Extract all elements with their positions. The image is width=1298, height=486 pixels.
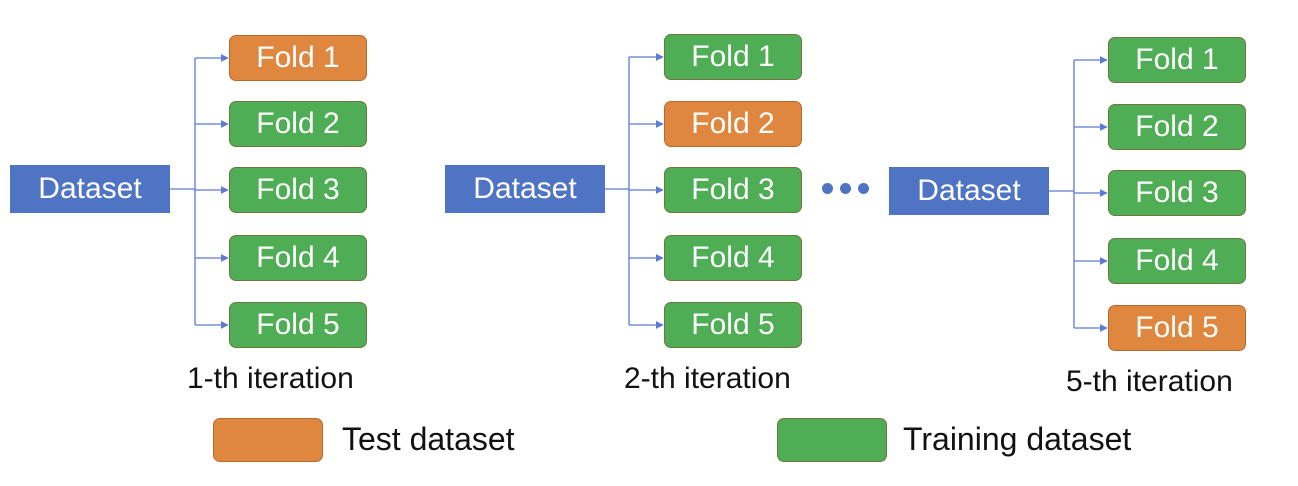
fold-node: Fold 5 [229,302,367,348]
ellipsis-dot [858,183,869,194]
ellipsis-dot [840,183,851,194]
fold-node: Fold 2 [229,101,367,147]
legend-training-swatch [777,418,887,462]
iteration-caption: 2-th iteration [624,362,791,395]
fold-node: Fold 2 [1108,104,1246,150]
fold-node: Fold 4 [664,235,802,281]
dataset-node: Dataset [445,165,605,213]
legend-test-swatch [213,418,323,462]
fold-node: Fold 2 [664,101,802,147]
fold-node: Fold 1 [229,35,367,81]
dataset-node: Dataset [10,165,170,213]
fold-node: Fold 1 [664,34,802,80]
fold-node: Fold 3 [1108,170,1246,216]
legend-test-label: Test dataset [342,421,515,457]
iteration-caption: 5-th iteration [1066,365,1233,398]
fold-node: Fold 4 [1108,238,1246,284]
fold-node: Fold 5 [1108,305,1246,351]
fold-node: Fold 4 [229,235,367,281]
fold-node: Fold 5 [664,302,802,348]
legend-training-label: Training dataset [903,421,1132,457]
iteration-caption: 1-th iteration [187,362,354,395]
ellipsis-dot [822,183,833,194]
fold-node: Fold 3 [229,167,367,213]
fold-node: Fold 1 [1108,37,1246,83]
fold-node: Fold 3 [664,167,802,213]
dataset-node: Dataset [889,167,1049,215]
